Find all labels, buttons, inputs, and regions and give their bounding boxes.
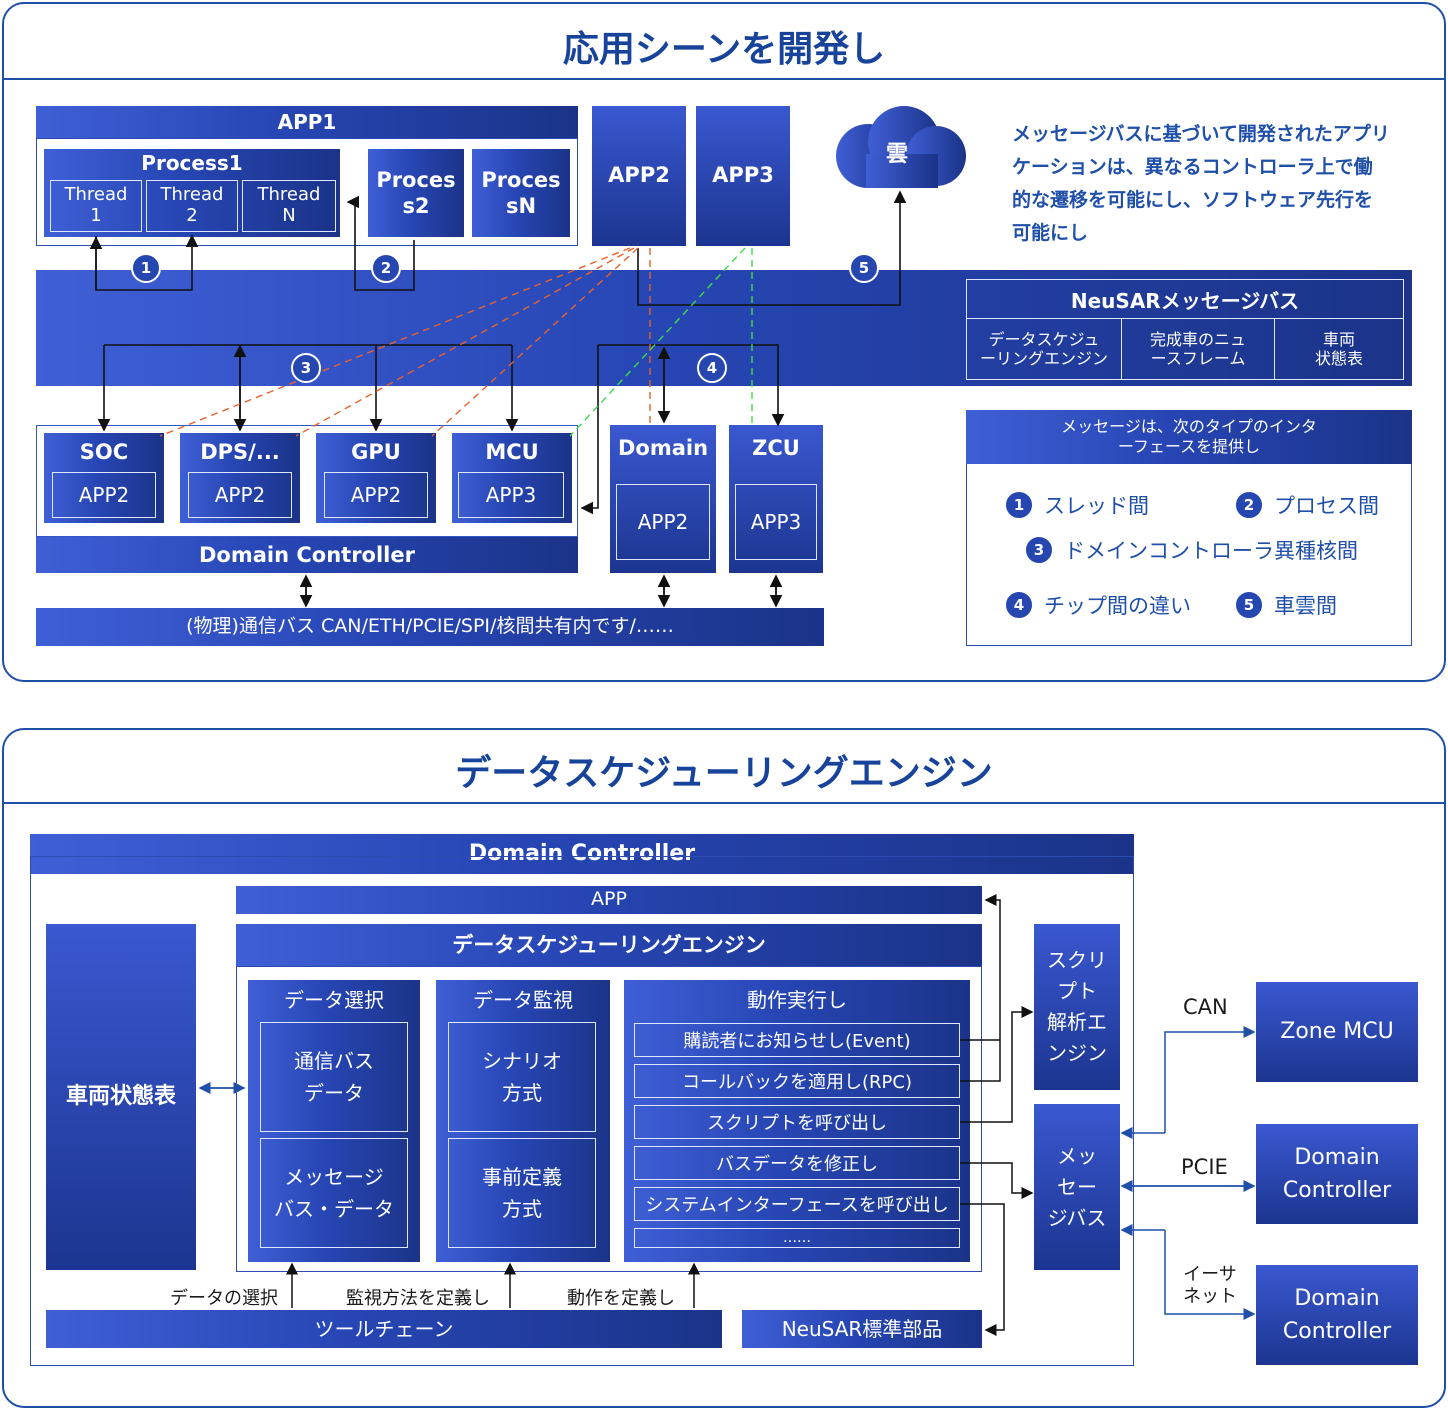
process1-label: Process1 — [141, 151, 243, 175]
action-item-sysif: システムインターフェースを呼び出し — [634, 1187, 960, 1221]
thread-1: Thread 1 — [50, 180, 142, 232]
label-pcie: PCIE — [1181, 1155, 1228, 1179]
action-item-event: 購読者にお知らせし(Event) — [634, 1023, 960, 1057]
zcu-box-label: ZCU — [752, 436, 800, 460]
chip-soc-app: APP2 — [52, 472, 156, 518]
app3-box: APP3 — [696, 106, 790, 246]
panel-title: 応用シーンを開発し — [562, 29, 886, 70]
neusar-parts-bar: NeuSAR標準部品 — [742, 1310, 982, 1348]
process-n: Proces sN — [472, 149, 570, 237]
chip-gpu: GPU — [316, 433, 436, 523]
vehicle-state-table: 車両状態表 — [46, 924, 196, 1270]
action-item-more: …… — [634, 1228, 960, 1248]
marker-2: 2 — [371, 253, 401, 283]
legend-num-5: 5 — [1234, 590, 1264, 620]
action-title: 動作実行し — [747, 988, 847, 1012]
action-item-script: スクリプトを呼び出し — [634, 1105, 960, 1139]
legend-num-3: 3 — [1024, 535, 1054, 565]
chip-dps: DPS/... — [180, 433, 300, 523]
chip-gpu-app: APP2 — [324, 472, 428, 518]
chip-mcu-label: MCU — [485, 440, 539, 464]
data-monitor-item-scenario: シナリオ 方式 — [448, 1022, 596, 1132]
data-monitor-box: データ監視 — [436, 980, 610, 1262]
data-monitor-item-predefined: 事前定義 方式 — [448, 1138, 596, 1248]
label-ethernet: イーサ ネット — [1183, 1264, 1237, 1307]
domain-box-label: Domain — [617, 436, 709, 460]
panel-title: データスケジューリングエンジン — [455, 753, 993, 794]
domain-controller-box-b: Domain Controller — [1256, 1265, 1418, 1365]
thread-2: Thread 2 — [146, 180, 238, 232]
legend-num-4: 4 — [1004, 590, 1034, 620]
chip-dps-label: DPS/... — [200, 440, 280, 464]
process1-box: Process1 — [44, 149, 340, 237]
thread-n: Thread N — [242, 180, 336, 232]
bus-cell-vehicle-state: 車両 状態表 — [1274, 318, 1404, 380]
chip-mcu: MCU — [452, 433, 572, 523]
zcu-box: ZCU — [729, 425, 823, 573]
legend-label-1: スレッド間 — [1044, 494, 1149, 518]
chip-soc: SOC — [44, 433, 164, 523]
bus-cell-newsframe: 完成車のニュ ースフレーム — [1121, 318, 1275, 380]
label-action-define: 動作を定義し — [567, 1288, 675, 1309]
label-data-select: データの選択 — [170, 1288, 278, 1309]
chip-dps-app: APP2 — [188, 472, 292, 518]
data-select-title: データ選択 — [284, 988, 384, 1012]
data-select-item-msgbus: メッセージ バス・データ — [260, 1138, 408, 1248]
action-item-rpc: コールバックを適用し(RPC) — [634, 1064, 960, 1098]
marker-4: 4 — [697, 353, 727, 383]
toolchain-bar: ツールチェーン — [46, 1310, 722, 1348]
dc-container — [30, 856, 1134, 1366]
chip-soc-label: SOC — [79, 440, 129, 464]
marker-1: 1 — [131, 253, 161, 283]
marker-3: 3 — [291, 353, 321, 383]
legend-header: メッセージは、次のタイプのインタ ーフェースを提供し — [966, 410, 1412, 464]
app2-box: APP2 — [592, 106, 686, 246]
zone-mcu-box: Zone MCU — [1256, 982, 1418, 1082]
legend-num-1: 1 — [1004, 490, 1034, 520]
action-item-busdata: バスデータを修正し — [634, 1146, 960, 1180]
data-select-item-bus: 通信バス データ — [260, 1022, 408, 1132]
message-bus-box: メッ セー ジバス — [1034, 1104, 1120, 1270]
chip-gpu-label: GPU — [351, 440, 401, 464]
legend-label-2: プロセス間 — [1274, 494, 1379, 518]
zcu-box-app: APP3 — [735, 484, 817, 560]
cloud-label: 雲 — [886, 142, 909, 167]
app-bar: APP — [236, 886, 982, 914]
label-monitor-define: 監視方法を定義し — [346, 1288, 490, 1309]
legend-label-4: チップ間の違い — [1044, 594, 1191, 618]
dc-header: Domain Controller — [30, 834, 1134, 874]
domain-controller-box-a: Domain Controller — [1256, 1124, 1418, 1224]
label-can: CAN — [1183, 995, 1228, 1019]
legend-label-3: ドメインコントローラ異種核間 — [1064, 539, 1358, 563]
neusar-bus-title: NeuSARメッセージバス — [966, 279, 1404, 319]
legend-num-2: 2 — [1234, 490, 1264, 520]
script-engine-box: スクリ プト 解析エ ンジン — [1034, 924, 1120, 1090]
action-box: 動作実行し — [624, 980, 970, 1262]
domain-controller-bar: Domain Controller — [36, 537, 578, 573]
marker-5: 5 — [849, 253, 879, 283]
cloud-icon — [836, 106, 966, 188]
process-2: Proces s2 — [368, 149, 464, 237]
physical-bus-bar: (物理)通信バス CAN/ETH/PCIE/SPI/核間共有内です/…… — [36, 608, 824, 646]
title-divider — [4, 802, 1444, 804]
data-select-box: データ選択 — [248, 980, 420, 1262]
engine-header: データスケジューリングエンジン — [236, 924, 982, 966]
app1-header: APP1 — [36, 106, 578, 138]
domain-box: Domain — [610, 425, 716, 573]
chip-mcu-app: APP3 — [458, 472, 564, 518]
legend-label-5: 車雲間 — [1274, 594, 1337, 618]
bus-cell-scheduling: データスケジュ ーリングエンジン — [966, 318, 1122, 380]
data-monitor-title: データ監視 — [473, 988, 573, 1012]
domain-box-app: APP2 — [616, 484, 710, 560]
description-text: メッセージバスに基づいて開発されたアプリケーションは、異なるコントローラ上で働的… — [1012, 123, 1390, 244]
title-divider — [4, 78, 1444, 80]
